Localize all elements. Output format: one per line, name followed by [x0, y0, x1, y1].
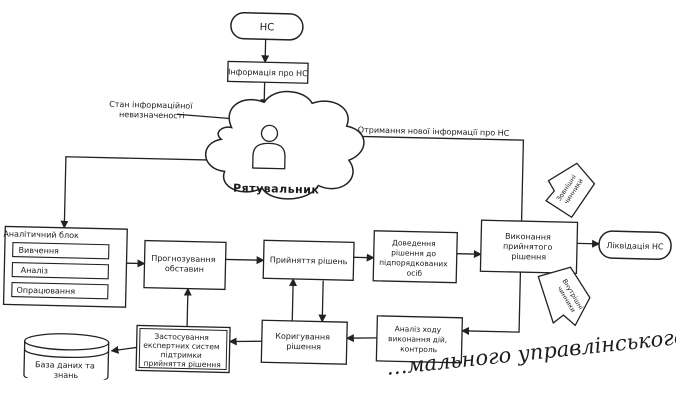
ns-start-label: НС: [260, 22, 275, 33]
arrow-analysis-to-correction: [347, 337, 377, 339]
arrow-decision-to-correction: [322, 281, 323, 322]
external-factors-arrow: Зовнішні чинники: [546, 163, 595, 218]
arrow-correction-to-decision: [292, 279, 293, 321]
arrow-forecast-to-decision: [226, 259, 264, 260]
rescuer-label: Рятувальник: [233, 182, 320, 197]
arrow-bringing-to-execution: [457, 254, 481, 255]
liquidation-label: Ліквідація НС: [606, 241, 664, 251]
arrow-rescuer-to-analytic: [64, 157, 223, 232]
analytic-item-analysis-label: Аналіз: [21, 266, 48, 276]
arrow-correction-to-expert: [230, 341, 262, 343]
decision-label: Прийняття рішень: [270, 255, 348, 266]
internal-factors-arrow: Внутрішні чинники: [537, 267, 590, 326]
arrow-expert-to-database: [112, 347, 137, 352]
new-info-label: Отримання нової інформації про НС: [358, 125, 510, 137]
analytic-item-processing-label: Опрацювання: [16, 286, 75, 296]
analytic-item-study-label: Вивчення: [19, 246, 60, 256]
arrow-expert-to-forecast: [187, 289, 188, 327]
arrow-ns-to-info: [265, 39, 266, 62]
analytic-title: Аналітичний блок: [3, 229, 79, 240]
uncertainty-label: Стан інформаційної невизначеності: [109, 100, 195, 121]
arrow-execution-to-analysis: [462, 271, 520, 332]
arrow-execution-to-rescuer: [340, 136, 524, 221]
info-label: Інформація про НС: [228, 67, 308, 78]
